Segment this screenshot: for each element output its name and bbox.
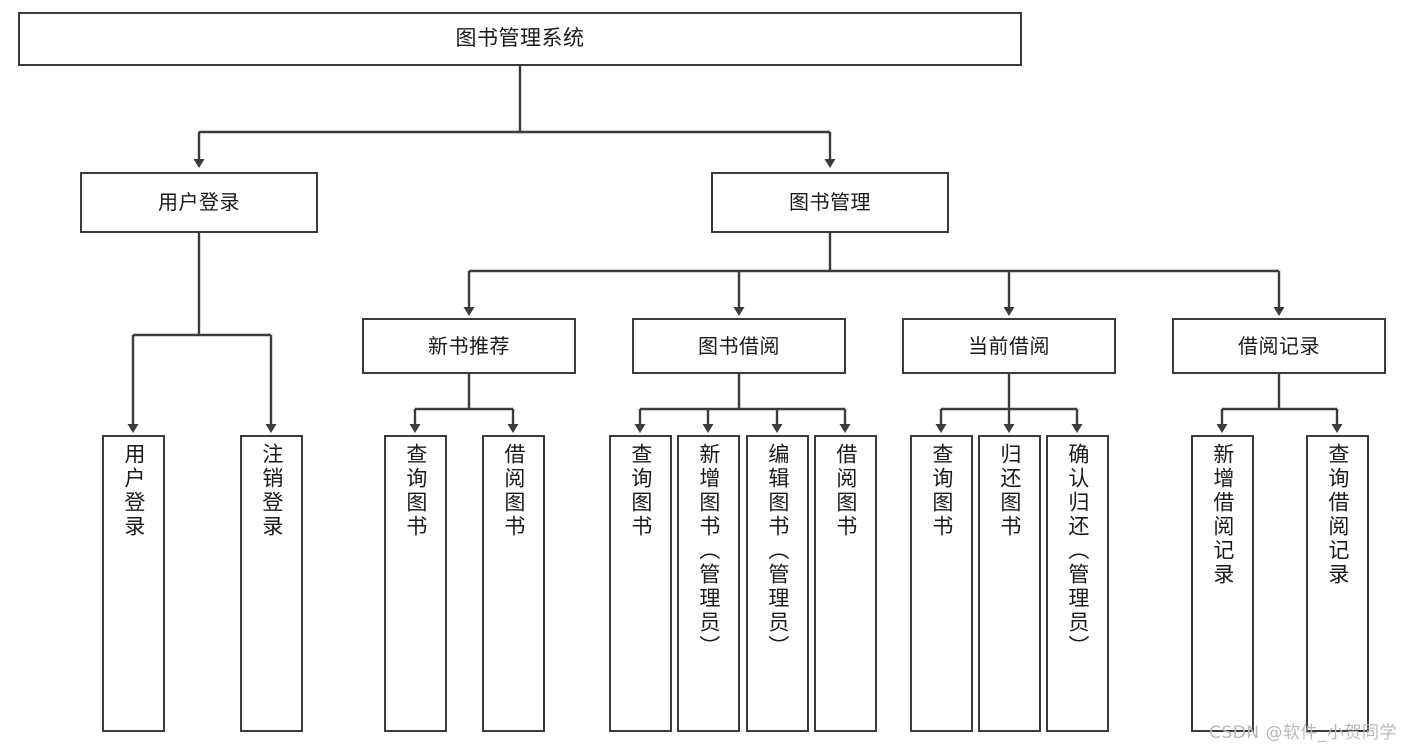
node-label: 借阅图书 — [501, 443, 526, 539]
node-label: 新增借阅记录 — [1210, 443, 1235, 587]
leaf-recommend-query-book[interactable]: 查询图书 — [384, 435, 447, 732]
node-user-login[interactable]: 用户登录 — [80, 172, 318, 233]
node-label: 归还图书 — [997, 443, 1022, 539]
node-label: 用户登录 — [158, 190, 240, 215]
node-new-book-recommend[interactable]: 新书推荐 — [362, 318, 576, 374]
leaf-record-add-record[interactable]: 新增借阅记录 — [1191, 435, 1254, 732]
leaf-borrow-query-book[interactable]: 查询图书 — [609, 435, 672, 732]
node-label: 新增图书（管理员） — [696, 443, 721, 659]
node-label: 借阅图书 — [833, 443, 858, 539]
node-label: 新书推荐 — [428, 333, 510, 358]
leaf-borrow-add-book-admin[interactable]: 新增图书（管理员） — [677, 435, 740, 732]
node-label: 查询图书 — [403, 443, 428, 539]
node-label: 图书管理 — [789, 190, 871, 215]
node-book-borrow[interactable]: 图书借阅 — [632, 318, 846, 374]
leaf-current-query-book[interactable]: 查询图书 — [910, 435, 973, 732]
node-root-system[interactable]: 图书管理系统 — [18, 12, 1022, 66]
csdn-watermark: CSDN @软件_小贺同学 — [1209, 723, 1397, 743]
node-label: 查询图书 — [929, 443, 954, 539]
node-label: 查询图书 — [628, 443, 653, 539]
leaf-recommend-borrow-book[interactable]: 借阅图书 — [482, 435, 545, 732]
leaf-current-return-book[interactable]: 归还图书 — [978, 435, 1041, 732]
node-label: 图书借阅 — [698, 333, 780, 358]
node-borrow-record[interactable]: 借阅记录 — [1172, 318, 1386, 374]
node-label: 编辑图书（管理员） — [765, 443, 790, 659]
node-label: 用户登录 — [121, 443, 146, 539]
leaf-current-confirm-return-admin[interactable]: 确认归还（管理员） — [1046, 435, 1109, 732]
node-label: 图书管理系统 — [455, 26, 585, 51]
leaf-borrow-edit-book-admin[interactable]: 编辑图书（管理员） — [746, 435, 809, 732]
node-label: 注销登录 — [259, 443, 284, 539]
leaf-record-query-record[interactable]: 查询借阅记录 — [1306, 435, 1369, 732]
node-label: 当前借阅 — [968, 333, 1050, 358]
node-current-borrow[interactable]: 当前借阅 — [902, 318, 1116, 374]
node-book-management[interactable]: 图书管理 — [711, 172, 949, 233]
leaf-user-login-signout[interactable]: 注销登录 — [240, 435, 303, 732]
node-label: 借阅记录 — [1238, 333, 1320, 358]
node-label: 确认归还（管理员） — [1065, 443, 1090, 659]
leaf-borrow-borrow-book[interactable]: 借阅图书 — [814, 435, 877, 732]
node-label: 查询借阅记录 — [1325, 443, 1350, 587]
leaf-user-login-signin[interactable]: 用户登录 — [102, 435, 165, 732]
